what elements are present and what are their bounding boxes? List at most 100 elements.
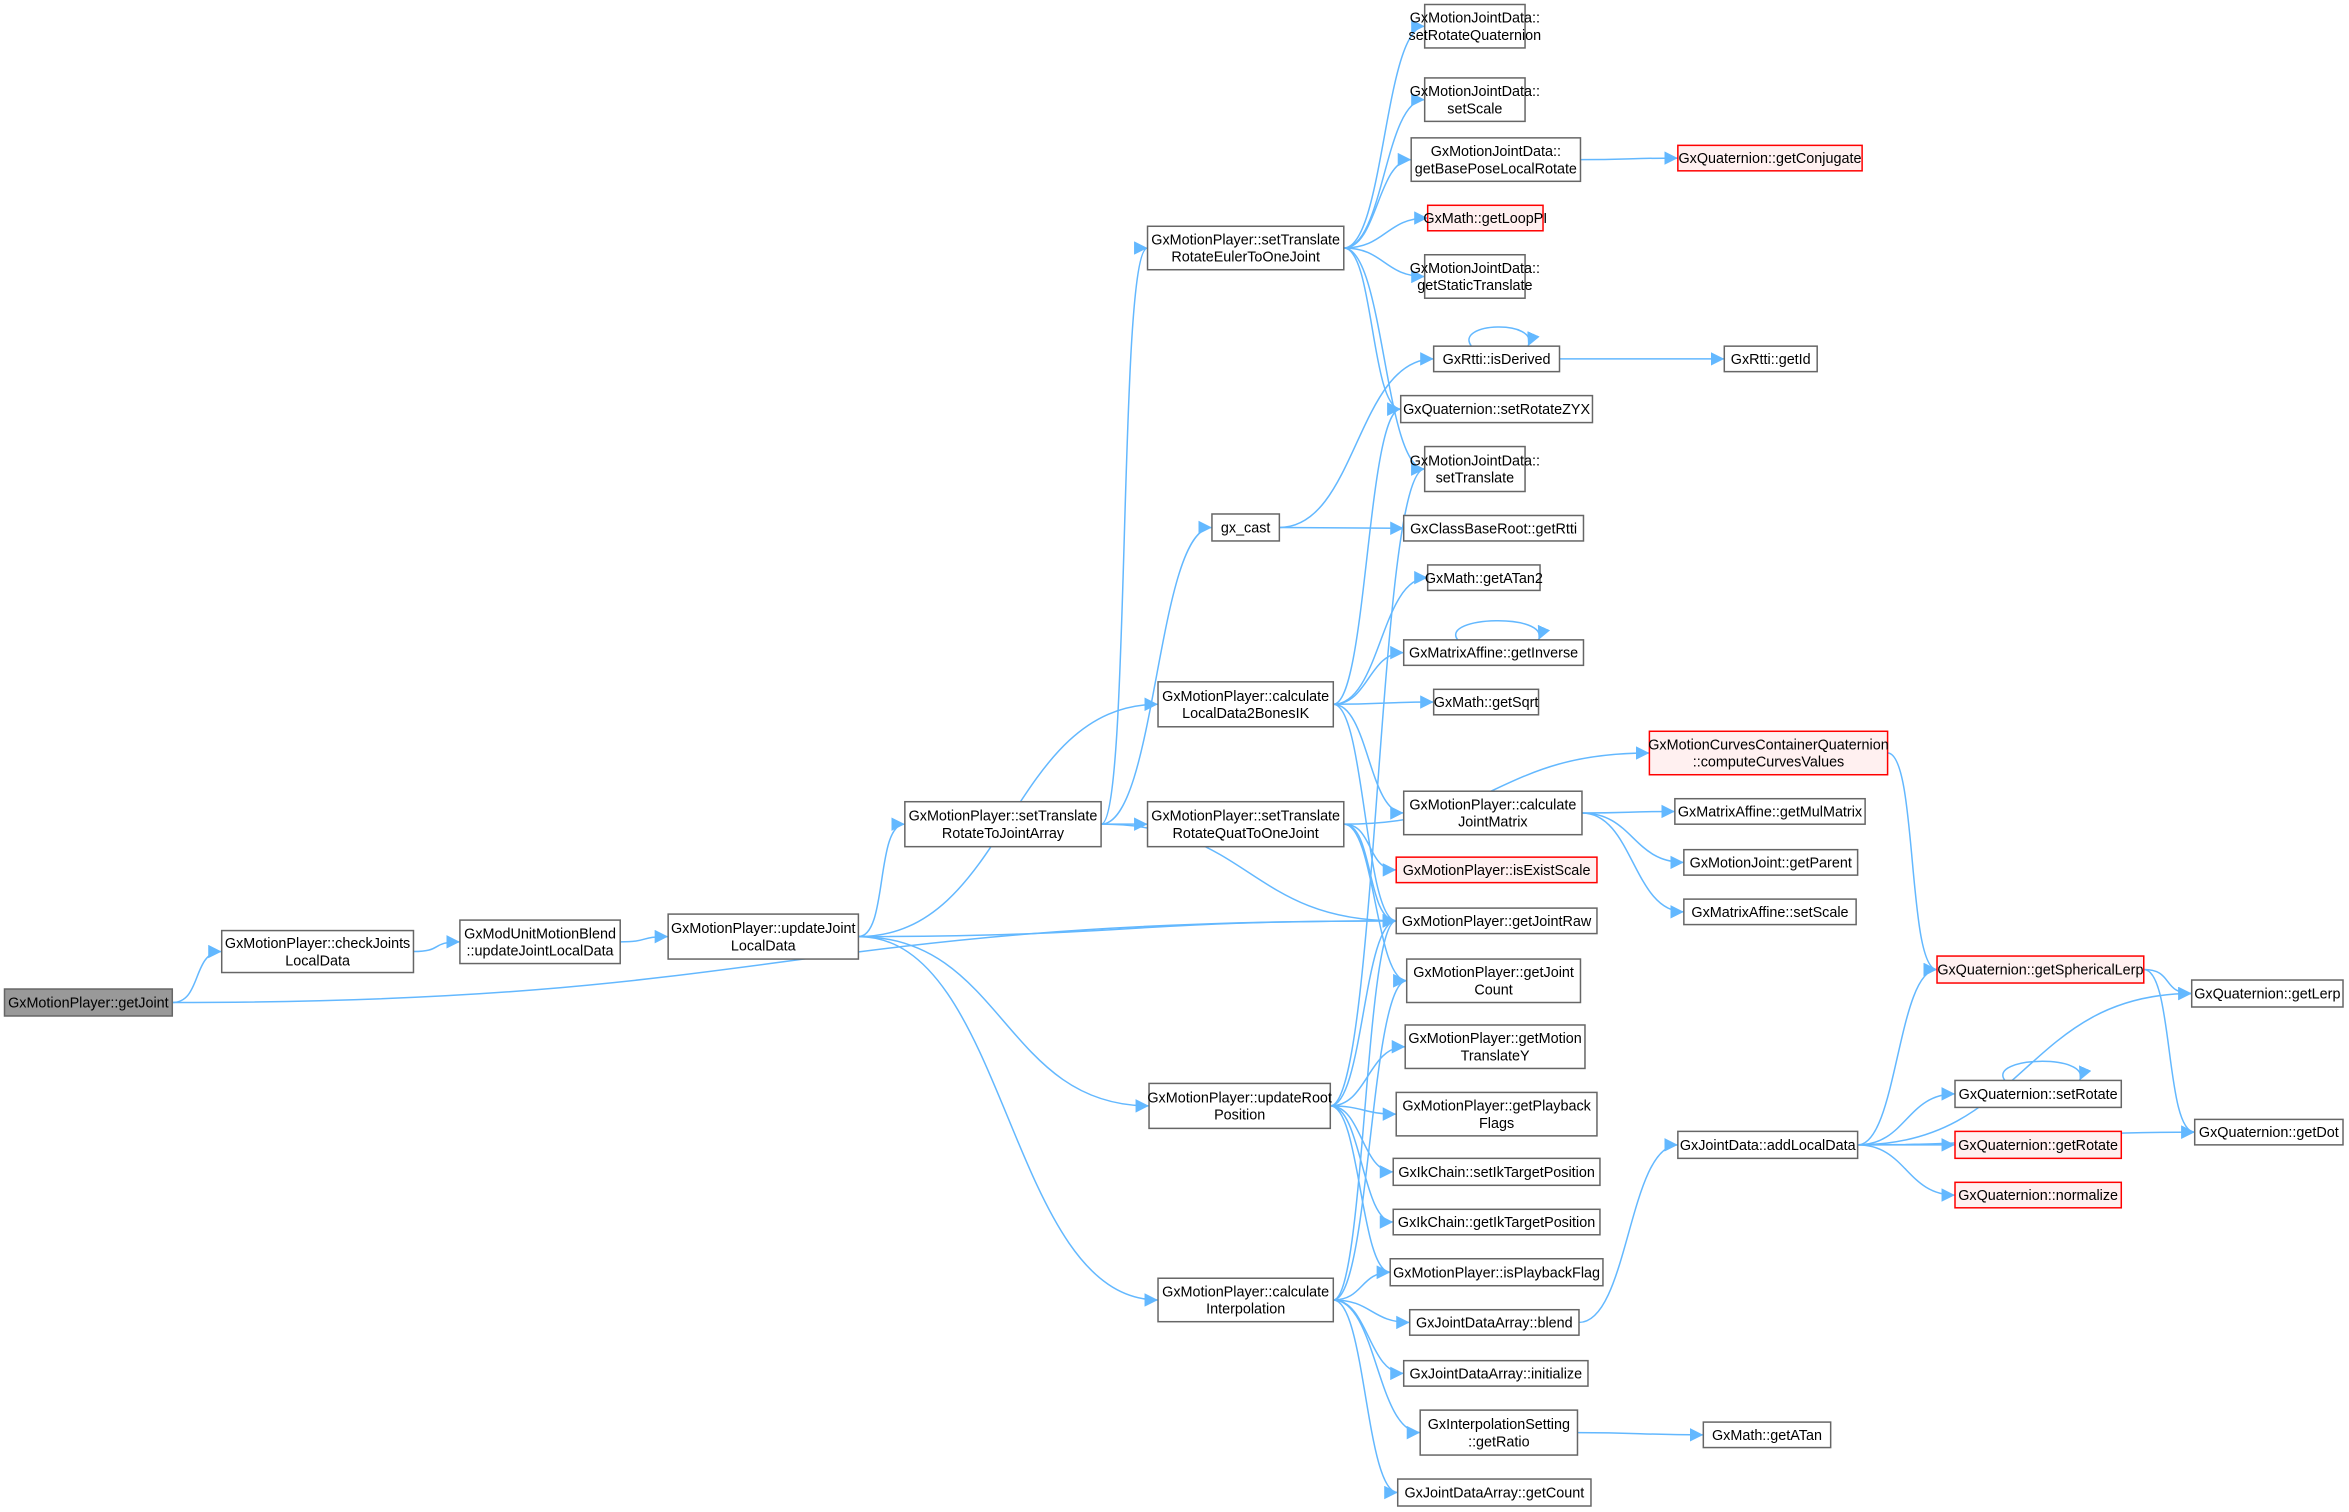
node-setScaleMJ[interactable]: GxMotionJointData::setScale xyxy=(1410,77,1540,123)
node-box xyxy=(1426,204,1544,232)
node-label: GxJointDataArray::initialize xyxy=(1410,1366,1583,1382)
node-box xyxy=(1146,800,1345,848)
edge-getInverse-to-getInverse xyxy=(1454,620,1551,641)
node-getJoint[interactable]: GxMotionPlayer::getJoint xyxy=(3,988,174,1017)
node-label: GxMatrixAffine::getInverse xyxy=(1409,646,1578,662)
node-box xyxy=(1389,1258,1604,1287)
node-label: RotateToJointArray xyxy=(942,826,1065,842)
node-box xyxy=(1432,688,1540,716)
node-label: GxMotionPlayer::getJointRaw xyxy=(1402,914,1592,930)
node-label: LocalData xyxy=(285,953,350,969)
node-label: Count xyxy=(1474,982,1512,998)
edge-getJoint-to-checkJoints xyxy=(172,944,222,1004)
node-getDot[interactable]: GxQuaternion::getDot xyxy=(2193,1118,2344,1146)
node-getIkTarget[interactable]: GxIkChain::getIkTargetPosition xyxy=(1392,1208,1601,1236)
edge-setTREuler-to-setTranslate xyxy=(1343,247,1425,476)
node-box xyxy=(3,988,174,1017)
node-setScaleMA[interactable]: GxMatrixAffine::setScale xyxy=(1683,898,1857,926)
node-setTranslate[interactable]: GxMotionJointData::setTranslate xyxy=(1410,445,1540,493)
node-getLoopPI[interactable]: GxMath::getLoopPI xyxy=(1423,204,1547,232)
node-label: GxMotionPlayer::isExistScale xyxy=(1403,863,1591,879)
node-getSqrt[interactable]: GxMath::getSqrt xyxy=(1432,688,1540,716)
node-getConjugate[interactable]: GxQuaternion::getConjugate xyxy=(1677,144,1863,172)
node-label: GxQuaternion::getConjugate xyxy=(1678,151,1861,167)
node-calc2Bones[interactable]: GxMotionPlayer::calculateLocalData2Bones… xyxy=(1157,681,1335,728)
node-blendUpd[interactable]: GxModUnitMotionBlend::updateJointLocalDa… xyxy=(459,919,621,965)
node-box xyxy=(1211,513,1281,542)
node-computeCurves[interactable]: GxMotionCurvesContainerQuaternion::compu… xyxy=(1648,730,1889,776)
node-getInverse[interactable]: GxMatrixAffine::getInverse xyxy=(1402,639,1585,667)
node-getATan[interactable]: GxMath::getATan xyxy=(1702,1421,1832,1449)
node-getJointRaw[interactable]: GxMotionPlayer::getJointRaw xyxy=(1395,907,1598,935)
node-box xyxy=(1674,797,1866,825)
node-setIkTarget[interactable]: GxIkChain::setIkTargetPosition xyxy=(1392,1157,1601,1187)
node-box xyxy=(1936,955,2145,984)
node-getRotate[interactable]: GxQuaternion::getRotate xyxy=(1954,1130,2123,1160)
node-isExistScale[interactable]: GxMotionPlayer::isExistScale xyxy=(1395,856,1598,884)
node-getCount[interactable]: GxJointDataArray::getCount xyxy=(1396,1478,1592,1507)
node-box xyxy=(1396,1478,1592,1507)
node-box xyxy=(220,929,415,974)
edge-updRoot-to-getJointRaw xyxy=(1330,914,1397,1107)
node-updJLD[interactable]: GxMotionPlayer::updateJointLocalData xyxy=(667,913,860,960)
edge-calcInterp-to-isPlaybackFlag xyxy=(1333,1265,1391,1301)
edge-calcJointMatrix-to-getMulMatrix xyxy=(1581,804,1675,819)
node-box xyxy=(1410,137,1582,183)
node-setRotQuat[interactable]: GxMotionJointData::setRotateQuaternion xyxy=(1409,3,1542,49)
node-getId[interactable]: GxRtti::getId xyxy=(1723,345,1818,373)
node-getATan2[interactable]: GxMath::getATan2 xyxy=(1425,564,1543,592)
edge-gxCast-to-getRtti xyxy=(1279,521,1404,535)
node-box xyxy=(1402,790,1583,836)
node-getSpherical[interactable]: GxQuaternion::getSphericalLerp xyxy=(1936,955,2145,984)
edge-setTRQuat-to-getJointRaw xyxy=(1343,823,1397,928)
node-label: GxMotionJointData:: xyxy=(1410,11,1540,27)
node-label: RotateQuatToOneJoint xyxy=(1173,826,1319,842)
node-setRotate[interactable]: GxQuaternion::setRotate xyxy=(1954,1079,2123,1109)
edge-calc2Bones-to-getJointRaw xyxy=(1333,703,1397,928)
edge-addLocalData-to-getSpherical xyxy=(1857,962,1938,1146)
node-getParent[interactable]: GxMotionJoint::getParent xyxy=(1683,848,1859,876)
node-label: GxQuaternion::getSphericalLerp xyxy=(1937,963,2143,979)
node-getStaticTr[interactable]: GxMotionJointData::getStaticTranslate xyxy=(1410,253,1540,299)
node-normalize[interactable]: GxQuaternion::normalize xyxy=(1954,1181,2123,1209)
node-isDerived[interactable]: GxRtti::isDerived xyxy=(1432,345,1561,373)
edge-calcJointMatrix-to-getParent xyxy=(1581,812,1684,870)
node-label: GxJointDataArray::getCount xyxy=(1404,1486,1584,1502)
edge-setRotate-to-setRotate xyxy=(2002,1060,2092,1081)
node-setTREuler[interactable]: GxMotionPlayer::setTranslateRotateEulerT… xyxy=(1146,225,1345,271)
edge-computeCurves-to-getSpherical xyxy=(1887,752,1938,977)
node-label: getStaticTranslate xyxy=(1417,278,1532,294)
edge-getJoint-to-getJointRaw xyxy=(172,914,1397,1004)
node-box xyxy=(2190,979,2344,1008)
node-setTRQuat[interactable]: GxMotionPlayer::setTranslateRotateQuatTo… xyxy=(1146,800,1345,848)
node-addLocalData[interactable]: GxJointData::addLocalData xyxy=(1677,1130,1859,1160)
node-box xyxy=(1157,681,1335,728)
node-blend[interactable]: GxJointDataArray::blend xyxy=(1408,1308,1580,1336)
node-gxCast[interactable]: gx_cast xyxy=(1211,513,1281,542)
edge-setTREuler-to-setRotZYX xyxy=(1343,247,1401,416)
node-getRtti[interactable]: GxClassBaseRoot::getRtti xyxy=(1402,514,1585,542)
node-label: GxQuaternion::getRotate xyxy=(1958,1138,2118,1154)
node-label: GxMath::getLoopPI xyxy=(1423,211,1547,227)
node-box xyxy=(1419,1409,1579,1456)
node-initialize[interactable]: GxJointDataArray::initialize xyxy=(1402,1359,1589,1387)
node-isPlaybackFlag[interactable]: GxMotionPlayer::isPlaybackFlag xyxy=(1389,1258,1604,1287)
node-label: setRotateQuaternion xyxy=(1409,28,1542,44)
edge-getBasePose-to-getConjugate xyxy=(1580,151,1678,165)
node-setRotZYX[interactable]: GxQuaternion::setRotateZYX xyxy=(1399,394,1594,424)
node-setTRArray[interactable]: GxMotionPlayer::setTranslateRotateToJoin… xyxy=(904,800,1102,848)
edge-setTREuler-to-setRotQuat xyxy=(1343,19,1425,249)
node-getMulMatrix[interactable]: GxMatrixAffine::getMulMatrix xyxy=(1674,797,1866,825)
node-label: GxQuaternion::setRotate xyxy=(1959,1087,2118,1103)
node-getLerp[interactable]: GxQuaternion::getLerp xyxy=(2190,979,2344,1008)
node-getBasePose[interactable]: GxMotionJointData::getBasePoseLocalRotat… xyxy=(1410,137,1582,183)
node-getRatio[interactable]: GxInterpolationSetting::getRatio xyxy=(1419,1409,1579,1456)
node-label: GxMath::getSqrt xyxy=(1434,695,1539,711)
